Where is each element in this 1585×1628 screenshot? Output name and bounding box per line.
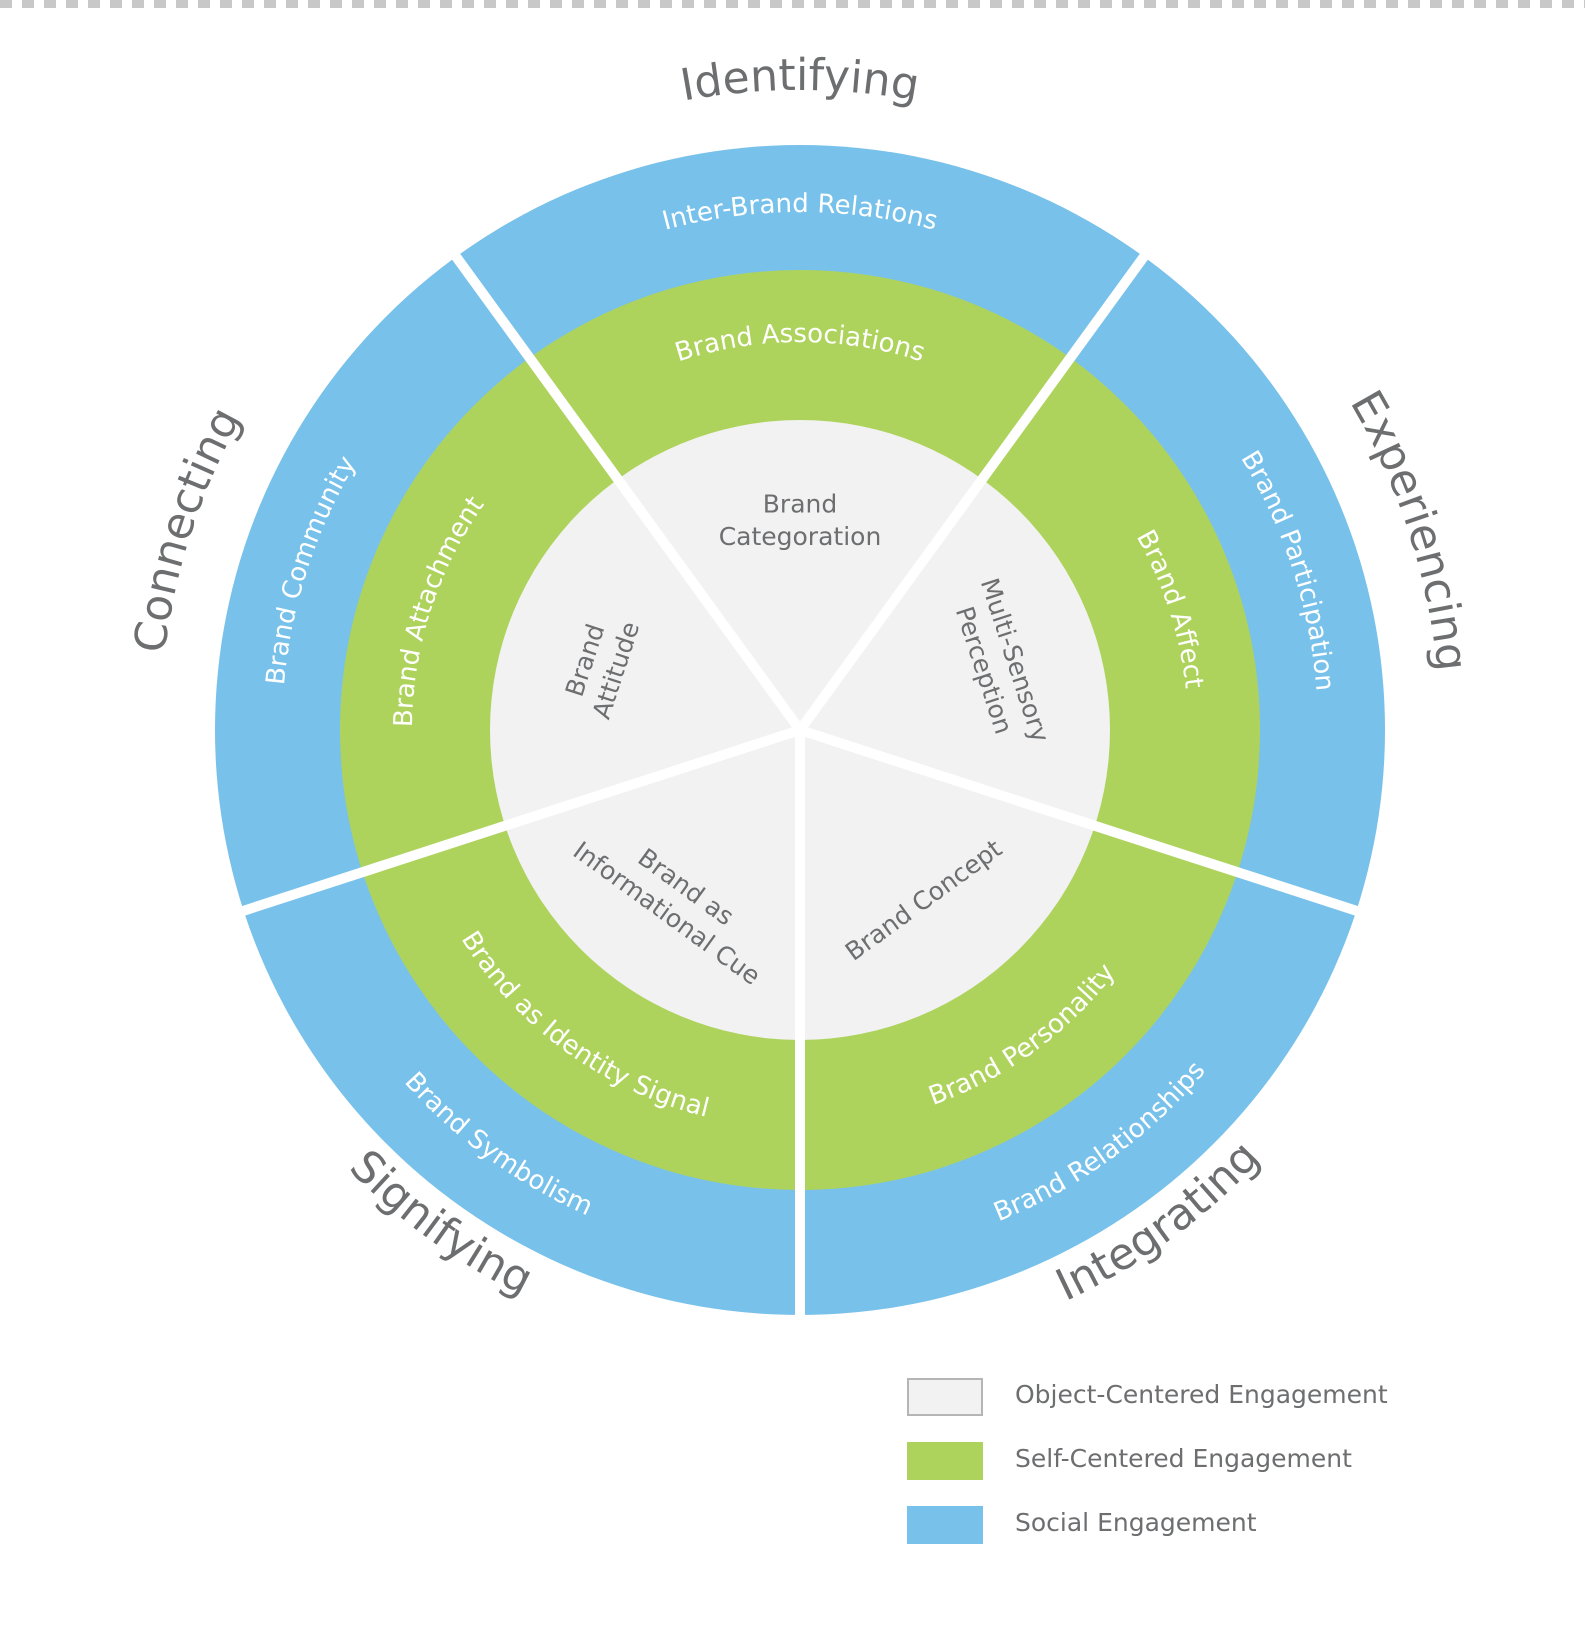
legend-swatch-social bbox=[907, 1506, 983, 1544]
legend-label-object: Object-Centered Engagement bbox=[1015, 1380, 1388, 1409]
legend-swatch-self bbox=[907, 1442, 983, 1480]
separator-line-5 bbox=[230, 725, 802, 920]
legend-swatch-object bbox=[907, 1378, 983, 1416]
legend-label-self: Self-Centered Engagement bbox=[1015, 1444, 1352, 1473]
legend-item-self: Self-Centered Engagement bbox=[907, 1442, 1467, 1482]
dashed-top-border bbox=[0, 0, 1585, 8]
separator-line-1 bbox=[445, 244, 805, 733]
legend: Object-Centered Engagement Self-Centered… bbox=[907, 1378, 1467, 1570]
outer-label-identifying: Identifying bbox=[677, 50, 923, 112]
segment-separators bbox=[230, 244, 1370, 1327]
separator-line-3 bbox=[798, 725, 1370, 920]
legend-item-object: Object-Centered Engagement bbox=[907, 1378, 1467, 1418]
legend-item-social: Social Engagement bbox=[907, 1506, 1467, 1546]
legend-label-social: Social Engagement bbox=[1015, 1508, 1257, 1537]
separator-line-2 bbox=[795, 244, 1155, 733]
